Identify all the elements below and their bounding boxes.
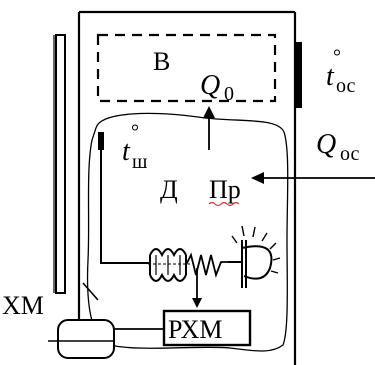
cam-teeth bbox=[231, 225, 281, 274]
adjusting-cam bbox=[228, 240, 273, 288]
bellows bbox=[149, 248, 187, 282]
temperature-sensor-bulb bbox=[98, 132, 104, 150]
evaporator-label: В bbox=[153, 47, 170, 76]
ambient-temp-symbol: t bbox=[326, 61, 335, 92]
sensor-label: Д bbox=[160, 175, 178, 204]
capillary-tube bbox=[100, 150, 150, 264]
cabinet bbox=[63, 10, 297, 365]
chamber-outline bbox=[86, 112, 289, 352]
cold-output-subscript: 0 bbox=[224, 83, 234, 105]
q0-arrow bbox=[203, 106, 215, 150]
heat-inflow-subscript: ос bbox=[340, 143, 359, 165]
cabinet-floor-line bbox=[82, 282, 99, 301]
evaporator-box bbox=[96, 33, 277, 103]
refrigeration-machine-label: ХМ bbox=[2, 291, 44, 320]
converter-label: Пр bbox=[209, 175, 241, 204]
ambient-temp-subscript: ос bbox=[336, 75, 355, 97]
spring bbox=[185, 252, 228, 278]
heat-inflow-symbol: Q bbox=[316, 129, 336, 160]
control-stem bbox=[192, 268, 202, 308]
right-wall-segment bbox=[296, 42, 302, 108]
qoc-arrow bbox=[251, 172, 375, 184]
chamber-temp-symbol: t bbox=[122, 136, 131, 167]
cold-output-label: Q bbox=[200, 70, 220, 101]
door bbox=[55, 34, 66, 294]
controller-label: РХМ bbox=[168, 315, 223, 344]
compressor-box bbox=[57, 319, 115, 359]
ambient-temp-degree: ° bbox=[333, 46, 341, 68]
cold-output-symbol: Q bbox=[200, 70, 220, 101]
chamber-temp-subscript: ш bbox=[132, 151, 148, 173]
chamber-temp-degree: ° bbox=[131, 121, 139, 143]
controller-box bbox=[162, 309, 252, 347]
spellcheck-underline bbox=[208, 201, 240, 207]
